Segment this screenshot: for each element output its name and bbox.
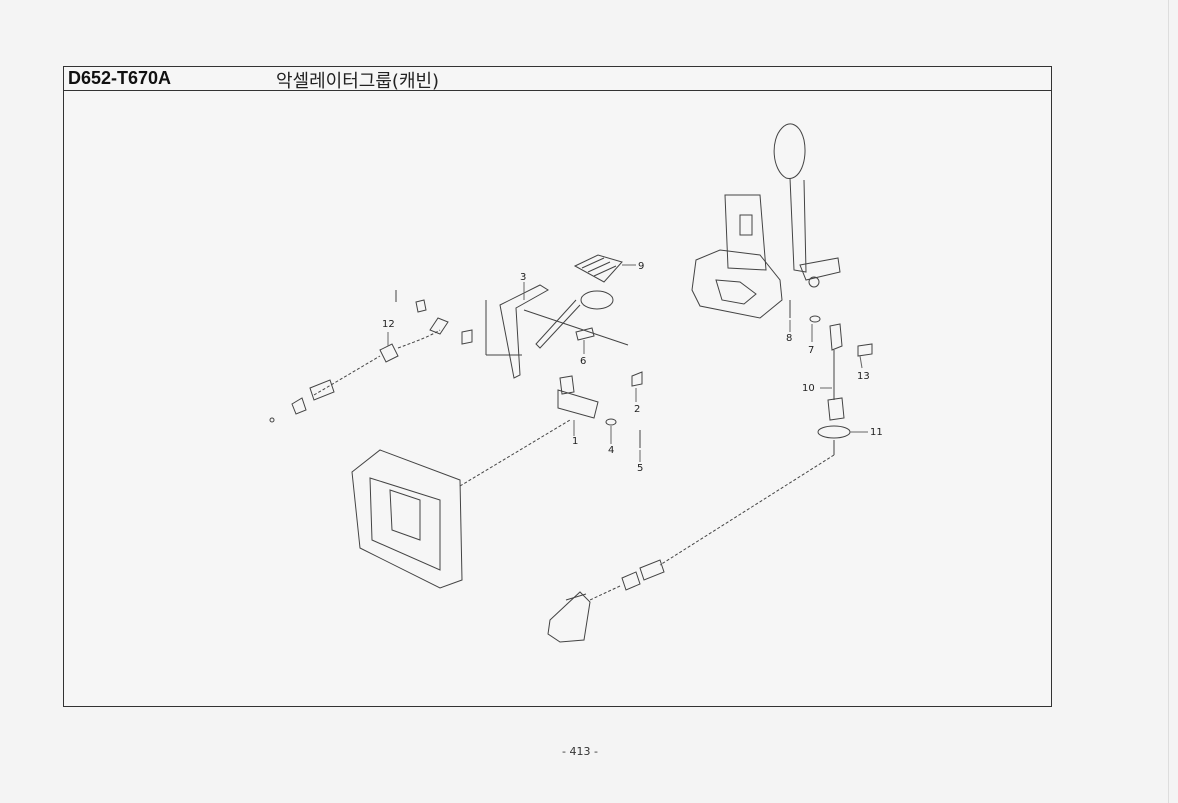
cab-floor-frame bbox=[351, 419, 571, 589]
page-edge-line bbox=[1168, 0, 1169, 803]
callout-10: 10 bbox=[802, 383, 815, 394]
callout-4: 4 bbox=[608, 445, 614, 456]
callout-7: 7 bbox=[808, 345, 814, 356]
callout-leaders bbox=[387, 264, 868, 462]
callout-8: 8 bbox=[786, 333, 792, 344]
pedal-bracket bbox=[557, 375, 599, 419]
callout-12: 12 bbox=[382, 319, 395, 330]
parts-diagram-frame: D652-T670A 악셀레이터그룹(캐빈) bbox=[63, 66, 1052, 707]
cable-left bbox=[269, 317, 449, 423]
pedal-pad bbox=[573, 254, 623, 283]
callout-numbers: 1 2 3 4 5 6 7 8 9 10 11 12 13 bbox=[382, 261, 883, 474]
callout-2: 2 bbox=[634, 404, 640, 415]
cable-right bbox=[589, 323, 851, 601]
model-code: D652-T670A bbox=[68, 68, 172, 88]
callout-13: 13 bbox=[857, 371, 870, 382]
diagram-header: D652-T670A 악셀레이터그룹(캐빈) bbox=[64, 67, 1051, 92]
callout-9: 9 bbox=[638, 261, 644, 272]
control-lever-assembly bbox=[691, 123, 841, 319]
callout-11: 11 bbox=[870, 427, 883, 438]
callout-3: 3 bbox=[520, 272, 526, 283]
group-title: 악셀레이터그룹(캐빈) bbox=[276, 71, 440, 92]
callout-1: 1 bbox=[572, 436, 578, 447]
callout-5: 5 bbox=[637, 463, 643, 474]
page-number: - 413 - bbox=[562, 745, 598, 758]
pedal-arm bbox=[485, 284, 629, 379]
callout-6: 6 bbox=[580, 356, 586, 367]
fasteners bbox=[395, 290, 873, 448]
lower-cable-bracket bbox=[547, 591, 591, 643]
